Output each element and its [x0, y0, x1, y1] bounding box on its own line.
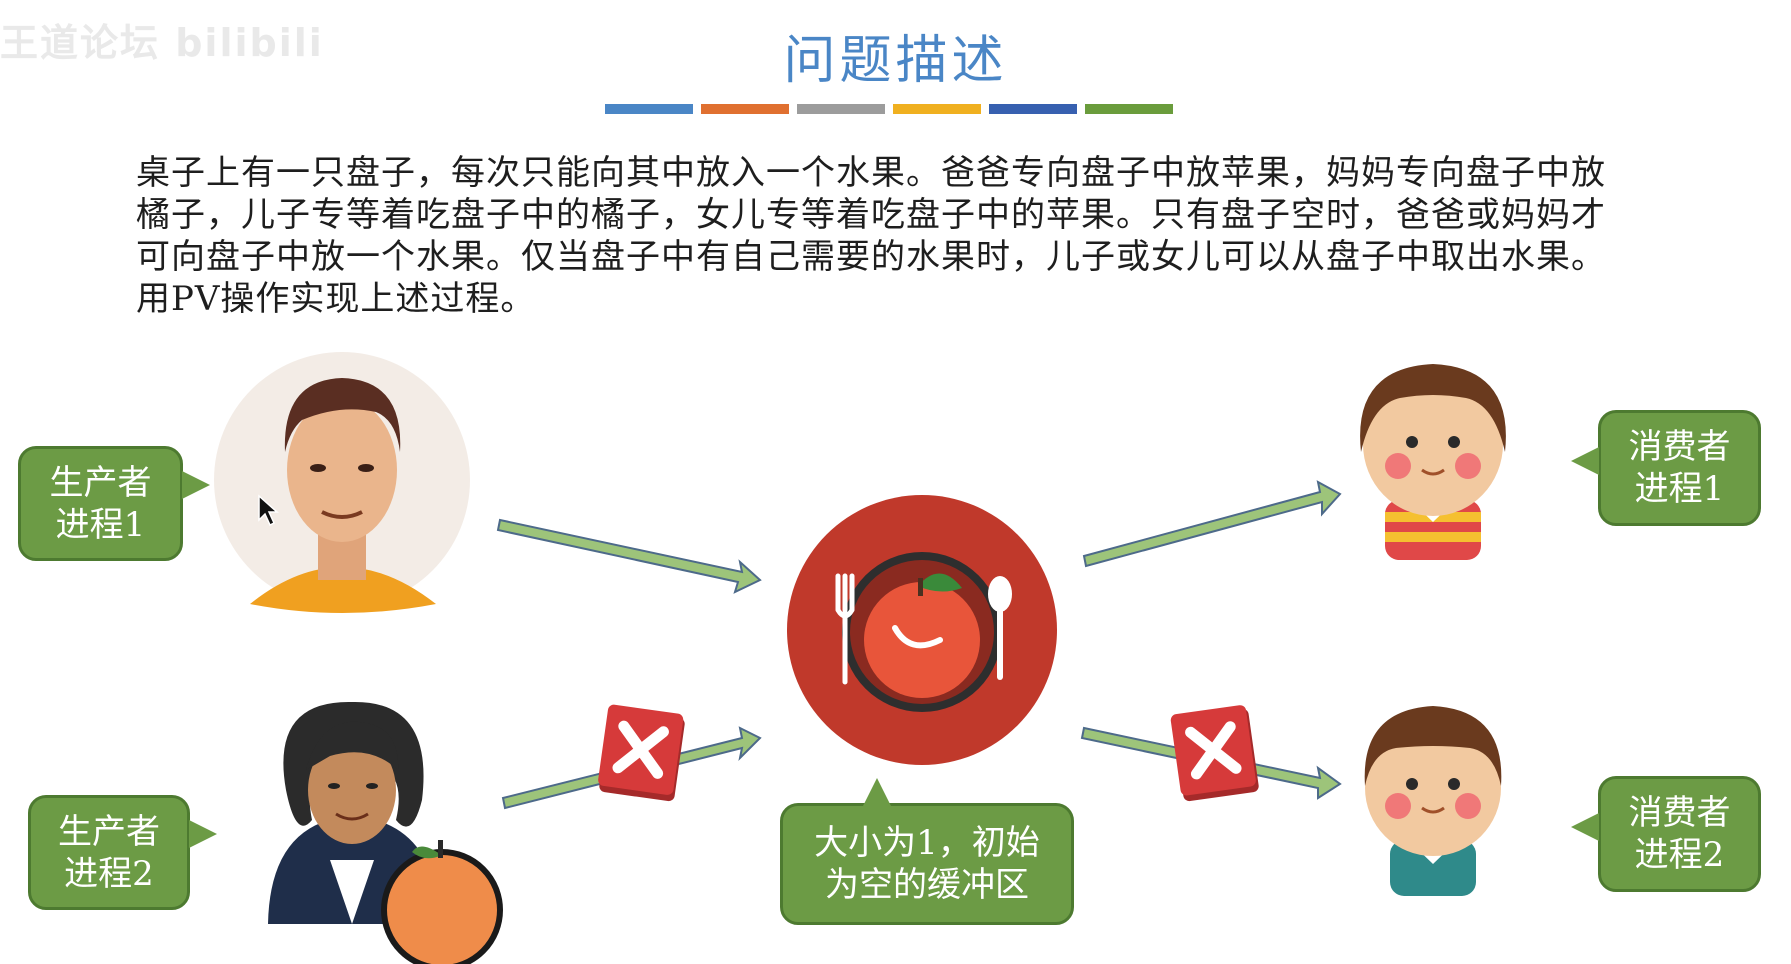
stripe-3: [797, 104, 885, 114]
stripe-1: [605, 104, 693, 114]
mouse-cursor-icon: [258, 494, 279, 527]
buffer-label: 大小为1，初始 为空的缓冲区: [780, 778, 1074, 925]
description-line: 橘子，儿子专等着吃盘子中的橘子，女儿专等着吃盘子中的苹果。只有盘子空时，爸爸或妈…: [136, 195, 1606, 235]
page-title: 问题描述: [783, 31, 1008, 91]
stripe-6: [1085, 104, 1173, 114]
description-line: 桌子上有一只盘子，每次只能向其中放入一个水果。爸爸专向盘子中放苹果，妈妈专向盘子…: [136, 153, 1606, 193]
plate-icon: [787, 495, 1057, 765]
arrow-producer1-to-plate: [496, 518, 762, 594]
producer2-label-line2: 进程2: [64, 853, 154, 894]
stripe-4: [893, 104, 981, 114]
watermark: 王道论坛 bilibili: [0, 21, 324, 65]
problem-description: 桌子上有一只盘子，每次只能向其中放入一个水果。爸爸专向盘子中放苹果，妈妈专向盘子…: [136, 152, 1666, 320]
producer1-label: 生产者 进程1: [18, 446, 210, 561]
stripe-2: [701, 104, 789, 114]
consumer1-label-line2: 进程1: [1634, 469, 1725, 509]
son-avatar: [1364, 706, 1502, 896]
description-line: 可向盘子中放一个水果。仅当盘子中有自己需要的水果时，儿子或女儿可以从盘子中取出水…: [136, 237, 1606, 277]
stripe-5: [989, 104, 1077, 114]
producer2-label: 生产者 进程2: [28, 795, 217, 910]
buffer-label-line1: 大小为1，初始: [814, 823, 1040, 863]
producer1-label-line1: 生产者: [49, 462, 152, 503]
description-line: 用PV操作实现上述过程。: [136, 279, 536, 319]
blocked-x-icon: [598, 704, 685, 802]
orange-icon: [381, 840, 503, 964]
father-avatar: [214, 352, 470, 613]
blocked-x-icon: [1170, 705, 1259, 802]
consumer2-label-line1: 消费者: [1628, 793, 1731, 833]
consumer1-label: 消费者 进程1: [1571, 410, 1761, 526]
consumer2-label: 消费者 进程2: [1571, 776, 1761, 892]
daughter-avatar: [1360, 364, 1506, 560]
arrow-plate-to-consumer1: [1082, 480, 1342, 568]
consumer1-label-line1: 消费者: [1628, 427, 1731, 467]
producer2-label-line1: 生产者: [58, 811, 160, 852]
buffer-label-line2: 为空的缓冲区: [825, 865, 1029, 905]
consumer2-label-line2: 进程2: [1634, 835, 1725, 875]
producer1-label-line2: 进程1: [55, 504, 146, 545]
